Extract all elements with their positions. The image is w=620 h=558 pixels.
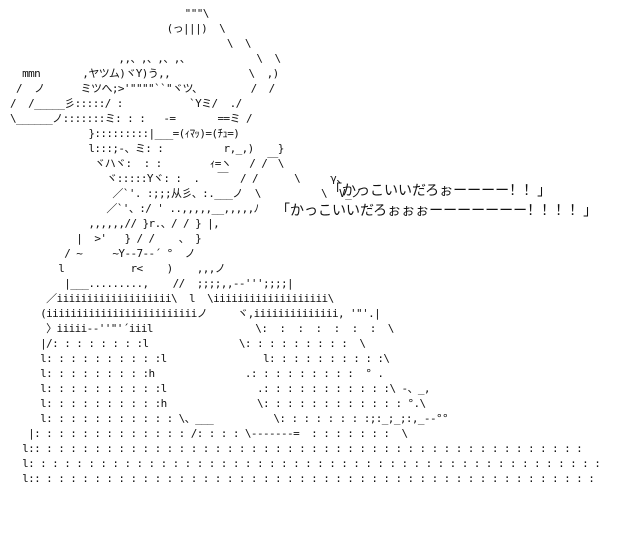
ascii-art-text: """\ (っ|||) \ \ \ ,,、,、,、,、 \ \ mmn ,ヤツム… bbox=[10, 7, 601, 485]
speech-quote-1: 「かっこいいだろぉーーーー！！」 bbox=[328, 183, 552, 199]
speech-quote-2: 「かっこいいだろぉぉぉーーーーーーー！！！！」 bbox=[276, 203, 598, 219]
